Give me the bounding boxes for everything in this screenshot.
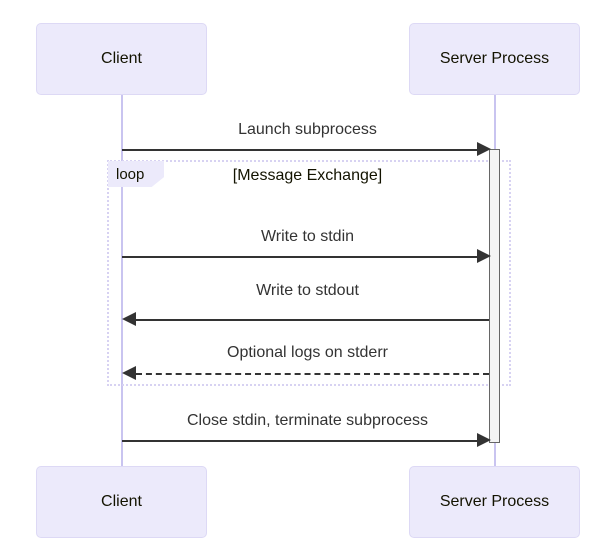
- participant-server-bottom[interactable]: Server Process: [409, 466, 580, 538]
- message-line-write-to-stdout: [136, 319, 489, 321]
- message-label-launch-subprocess: Launch subprocess: [238, 121, 377, 138]
- arrowhead-right-icon-launch-subprocess: [477, 142, 491, 156]
- participant-server-top-label: Server Process: [439, 50, 550, 67]
- message-label-optional-logs-on-stderr: Optional logs on stderr: [227, 344, 388, 361]
- loop-fragment-title: [Message Exchange]: [232, 167, 383, 184]
- participant-server-top[interactable]: Server Process: [409, 23, 580, 95]
- loop-fragment-tag-label: loop: [116, 166, 145, 183]
- message-line-close-stdin-terminate-subprocess: [122, 440, 481, 442]
- arrowhead-right-icon-close-stdin-terminate-subprocess: [477, 433, 491, 447]
- arrowhead-right-icon-write-to-stdin: [477, 249, 491, 263]
- arrowhead-left-icon-optional-logs-on-stderr: [122, 366, 136, 380]
- loop-fragment-tag: [108, 161, 164, 187]
- message-label-write-to-stdin: Write to stdin: [260, 228, 355, 245]
- participant-client-top[interactable]: Client: [36, 23, 207, 95]
- message-line-write-to-stdin: [122, 256, 481, 258]
- message-line-launch-subprocess: [122, 149, 481, 151]
- message-line-optional-logs-on-stderr: [136, 373, 489, 375]
- activation-bar-server: [489, 149, 500, 443]
- lifeline-client: [121, 95, 123, 466]
- loop-fragment-frame: [107, 160, 511, 386]
- participant-client-bottom[interactable]: Client: [36, 466, 207, 538]
- participant-client-top-label: Client: [101, 50, 142, 67]
- participant-client-bottom-label: Client: [101, 493, 142, 510]
- message-label-close-stdin-terminate-subprocess: Close stdin, terminate subprocess: [187, 412, 428, 429]
- message-label-write-to-stdout: Write to stdout: [256, 282, 359, 299]
- participant-server-bottom-label: Server Process: [439, 493, 550, 510]
- arrowhead-left-icon-write-to-stdout: [122, 312, 136, 326]
